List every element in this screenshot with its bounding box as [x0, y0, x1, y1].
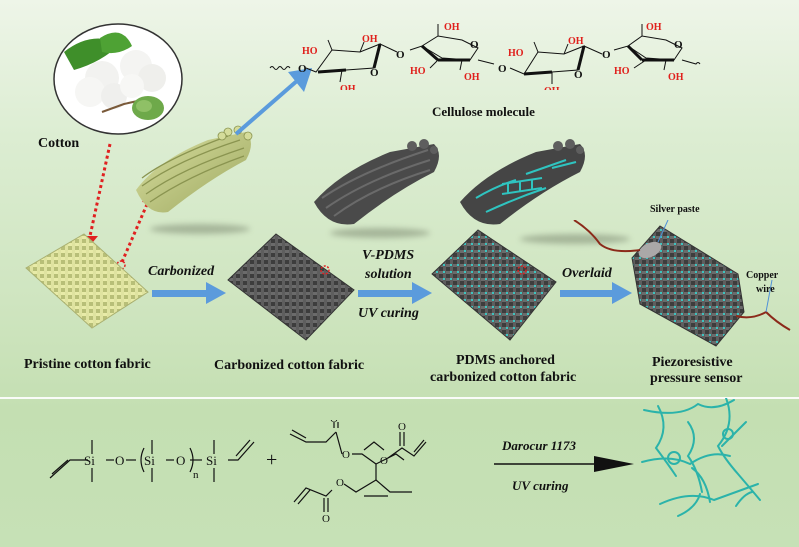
- arrow-head-icon: [288, 68, 312, 92]
- stage-label-pdms-2: carbonized cotton fabric: [430, 370, 577, 385]
- hydroxyl-label: HO: [410, 66, 426, 77]
- o-atom: O: [176, 453, 185, 468]
- section-divider: [0, 397, 799, 399]
- o-atom: O: [398, 421, 406, 433]
- carbonized-fiber-bundle-icon: [314, 139, 439, 225]
- fiber-to-cellulose-arrow: [234, 68, 312, 136]
- o-atom: O: [330, 420, 338, 425]
- si-atom: Si: [206, 453, 217, 468]
- sensor-stack-icon: [631, 225, 745, 347]
- cellulose-structure: O O O O O O O O HO OH OH OH HO OH HO OH …: [269, 22, 701, 90]
- silver-paste-label: Silver paste: [650, 204, 700, 215]
- crosslinked-network-icon: [641, 398, 761, 517]
- hydroxyl-label: OH: [668, 72, 684, 83]
- hydroxyl-label: OH: [340, 84, 356, 90]
- step-overlaid: Overlaid: [562, 266, 612, 281]
- zoom-marker-icon: [517, 265, 527, 275]
- hydroxyl-label: OH: [464, 72, 480, 83]
- repeat-n: n: [193, 469, 199, 481]
- stage-label-pristine: Pristine cotton fabric: [24, 357, 151, 372]
- oxygen-atom: O: [470, 39, 479, 51]
- cellulose-label: Cellulose molecule: [432, 104, 535, 119]
- fiber-shadow: [520, 234, 630, 244]
- si-atom: Si: [84, 453, 95, 468]
- copper-wire-label-1: Copper: [746, 270, 779, 281]
- pdms-fiber-bundle-icon: [460, 139, 585, 225]
- copper-wire-label-2: wire: [756, 284, 775, 295]
- stage-label-pdms-1: PDMS anchored: [456, 353, 555, 368]
- catalyst-label: Darocur 1173: [502, 438, 577, 453]
- hydroxyl-label: OH: [646, 22, 662, 33]
- oxygen-atom: O: [498, 63, 507, 75]
- pdms-fabric-icon: [431, 229, 557, 341]
- reaction-scheme: Si O Si O n Si + O O O O: [49, 420, 412, 525]
- hydroxyl-label: OH: [444, 22, 460, 33]
- fiber-shadow: [330, 228, 430, 238]
- cotton-to-fabric-dotted-line: [88, 143, 112, 237]
- stage-label-sensor-2: pressure sensor: [650, 371, 743, 386]
- si-atom: Si: [144, 453, 155, 468]
- stage-label-sensor-1: Piezoresistive: [652, 355, 733, 370]
- step-carbonized: Carbonized: [148, 264, 215, 279]
- hydroxyl-label: OH: [362, 34, 378, 45]
- hydroxyl-label: HO: [614, 66, 630, 77]
- copper-wire-icon: [573, 220, 641, 253]
- oxygen-atom: O: [574, 69, 583, 81]
- silver-paste-pointer: [657, 220, 669, 243]
- cotton-boll-icon: [53, 23, 183, 135]
- copper-wire-icon: [735, 310, 791, 331]
- oxygen-atom: O: [396, 49, 405, 61]
- fiber-shadow: [150, 224, 250, 234]
- zoom-marker-icon: [320, 265, 330, 275]
- fabric-row: [25, 220, 791, 347]
- oxygen-atom: O: [674, 39, 683, 51]
- hydroxyl-label: HO: [508, 48, 524, 59]
- hydroxyl-label: OH: [568, 36, 584, 47]
- carbonize-arrow: [152, 290, 210, 297]
- step-uv-curing: UV curing: [358, 306, 419, 321]
- carbonized-fabric-icon: [227, 233, 355, 341]
- stage-label-carbonized: Carbonized cotton fabric: [214, 358, 365, 373]
- o-atom: O: [322, 513, 330, 525]
- o-atom: O: [380, 455, 388, 467]
- condition-label: UV curing: [512, 478, 569, 493]
- reaction-arrow: [494, 456, 634, 472]
- oxygen-atom: O: [602, 49, 611, 61]
- cotton-label: Cotton: [38, 136, 80, 151]
- oxygen-atom: O: [298, 63, 307, 75]
- step-vpdms-line2: solution: [365, 267, 412, 282]
- step-vpdms-line1: V-PDMS: [362, 248, 415, 263]
- silver-paste-icon: [638, 241, 662, 259]
- wavy-bond: [269, 66, 291, 70]
- o-atom: O: [115, 453, 124, 468]
- overlay-arrow: [560, 290, 616, 297]
- pdms-arrow-head: [412, 282, 432, 304]
- pdms-arrow: [358, 290, 416, 297]
- carbonize-arrow-head: [206, 282, 226, 304]
- pristine-fabric-icon: [25, 233, 149, 329]
- copper-wire-pointer: [765, 279, 773, 313]
- reaction-arrow-head: [594, 456, 634, 472]
- oxygen-atom: O: [370, 67, 379, 79]
- o-atom: O: [342, 449, 350, 461]
- acrylate-right: O O: [363, 421, 427, 497]
- overlay-arrow-head: [612, 282, 632, 304]
- plus-sign: +: [266, 449, 277, 471]
- hydroxyl-label: HO: [302, 46, 318, 57]
- hydroxyl-label: OH: [544, 86, 560, 90]
- fabric-to-fiber-dotted-line: [120, 201, 150, 263]
- cotton-photo: [52, 22, 184, 136]
- o-atom: O: [336, 477, 344, 489]
